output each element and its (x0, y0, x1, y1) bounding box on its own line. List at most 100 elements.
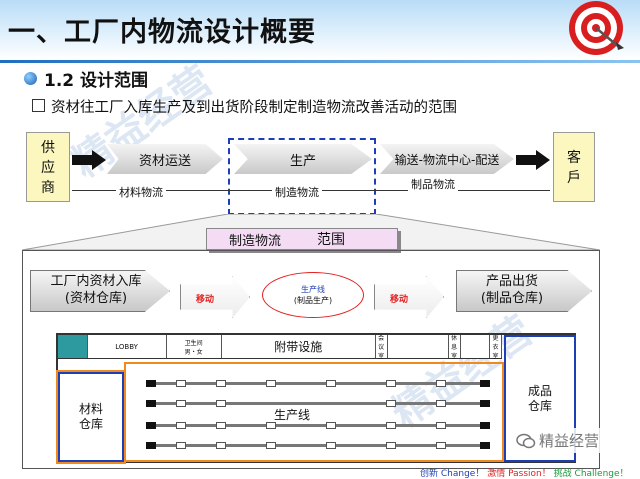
step-label: 生产 (289, 153, 316, 169)
receiving-arrow (30, 270, 170, 312)
meeting-char: 会 (378, 335, 385, 342)
supplier-arrow-icon (72, 150, 106, 174)
station-node (386, 442, 396, 449)
wechat-badge: 精益经营 (512, 428, 604, 453)
shipping-arrow (456, 270, 592, 312)
blank-cell (388, 335, 449, 358)
locker-char: 更 (492, 335, 499, 342)
product-wh-label: 仓库 (527, 398, 552, 413)
station-block (146, 422, 156, 429)
receiving-title: 工厂内资材入库 (50, 274, 142, 289)
supplier-char: 商 (41, 180, 55, 196)
slogan-cn-3: 挑战 (553, 469, 572, 479)
restroom-cell: 卫生间 男・女 (167, 335, 222, 358)
segment-manufacturing: 制造物流 (272, 184, 322, 200)
station-block (146, 400, 156, 407)
material-wh-label: 仓库 (78, 417, 103, 431)
target-icon (558, 0, 628, 60)
station-node (436, 422, 446, 429)
rest-char: 室 (451, 353, 458, 360)
restroom-label: 卫生间 (184, 339, 203, 347)
station-node (216, 380, 226, 387)
facilities-row: LOBBY 卫生间 男・女 附带设施 会 议 室 休 息 室 更 衣 室 (58, 335, 502, 360)
production-title: 生产线 (301, 285, 325, 294)
product-wh-label: 成品 (527, 383, 552, 398)
station-node (326, 442, 336, 449)
step-material-transport: 资材运送 (107, 144, 223, 174)
move-label-1: 移动 (196, 295, 215, 305)
station-node (176, 400, 186, 407)
station-block (146, 442, 156, 449)
station-block (480, 380, 490, 387)
customer-box: 客 戶 (553, 132, 595, 202)
bullet-icon (24, 72, 37, 85)
section-description: 资材往工厂入库生产及到出货阶段制定制造物流改善活动的范围 (51, 100, 457, 116)
segment-material: 材料物流 (116, 184, 166, 200)
station-node (326, 380, 336, 387)
station-node (386, 400, 396, 407)
conveyor-rail (146, 402, 490, 405)
station-node (266, 442, 276, 449)
wechat-label: 精益经营 (539, 432, 600, 450)
conveyor-rail (146, 424, 490, 427)
station-node (176, 442, 186, 449)
supplier-char: 应 (41, 160, 55, 176)
production-area (124, 362, 504, 462)
production-sub: (制品生产) (293, 296, 333, 305)
step-label: 输送-物流中心-配送 (394, 152, 500, 167)
shipping-sub: (制品仓库) (480, 291, 544, 306)
station-node (266, 422, 276, 429)
locker-char: 室 (492, 353, 499, 360)
station-block (480, 442, 490, 449)
station-block (480, 422, 490, 429)
restroom-sub: 男・女 (184, 348, 203, 356)
conveyor-rail (146, 444, 490, 447)
station-node (386, 422, 396, 429)
facilities-label: 附带设施 (274, 340, 323, 354)
station-node (326, 422, 336, 429)
station-node (436, 400, 446, 407)
wechat-icon (516, 433, 536, 448)
material-warehouse: 材料 仓库 (56, 370, 126, 464)
slogan-en-3: Challenge！ (574, 469, 629, 479)
supplier-box: 供 应 商 (26, 132, 70, 202)
customer-char: 戶 (567, 170, 581, 186)
step-production: 生产 (234, 144, 372, 174)
receiving-sub: (资材仓库) (64, 291, 128, 306)
lobby-label: LOBBY (115, 342, 138, 351)
footer-slogan: 创新 Change！ 激情 Passion！ 挑战 Challenge！ (420, 466, 629, 479)
locker-room-cell: 更 衣 室 (490, 335, 502, 360)
move-label-2: 移动 (390, 295, 409, 305)
lobby-cell: LOBBY (88, 335, 167, 358)
production-line-label: 生产线 (272, 406, 313, 423)
station-node (436, 380, 446, 387)
customer-arrow-icon (516, 150, 550, 174)
station-block (146, 380, 156, 387)
title-underline (0, 60, 640, 63)
station-node (176, 380, 186, 387)
station-node (386, 380, 396, 387)
step-distribution: 输送-物流中心-配送 (380, 144, 514, 174)
scope-label-box: 制造物流 范围 (206, 228, 398, 250)
customer-char: 客 (567, 150, 581, 166)
blank-cell (461, 335, 491, 358)
product-warehouse: 成品 仓库 (504, 335, 576, 462)
locker-char: 衣 (492, 344, 499, 351)
title-bar (0, 0, 640, 60)
material-wh-label: 材料 (78, 402, 103, 416)
station-node (216, 442, 226, 449)
rest-char: 休 (451, 335, 458, 342)
checkbox-icon (32, 99, 45, 112)
facilities-cell: 附带设施 (222, 335, 376, 358)
teal-block (58, 335, 88, 358)
segment-product: 制品物流 (408, 176, 458, 192)
receiving-label: 工厂内资材入库 (资材仓库) (36, 273, 156, 307)
slogan-en-1: Change！ (440, 469, 485, 479)
meeting-room-cell: 会 议 室 (376, 335, 388, 360)
station-node (216, 422, 226, 429)
station-block (480, 400, 490, 407)
page-title: 一、工厂内物流设计概要 (8, 17, 316, 48)
scope-tag: 范围 (317, 232, 346, 248)
slogan-cn-1: 创新 (420, 469, 439, 479)
meeting-char: 议 (378, 344, 385, 351)
